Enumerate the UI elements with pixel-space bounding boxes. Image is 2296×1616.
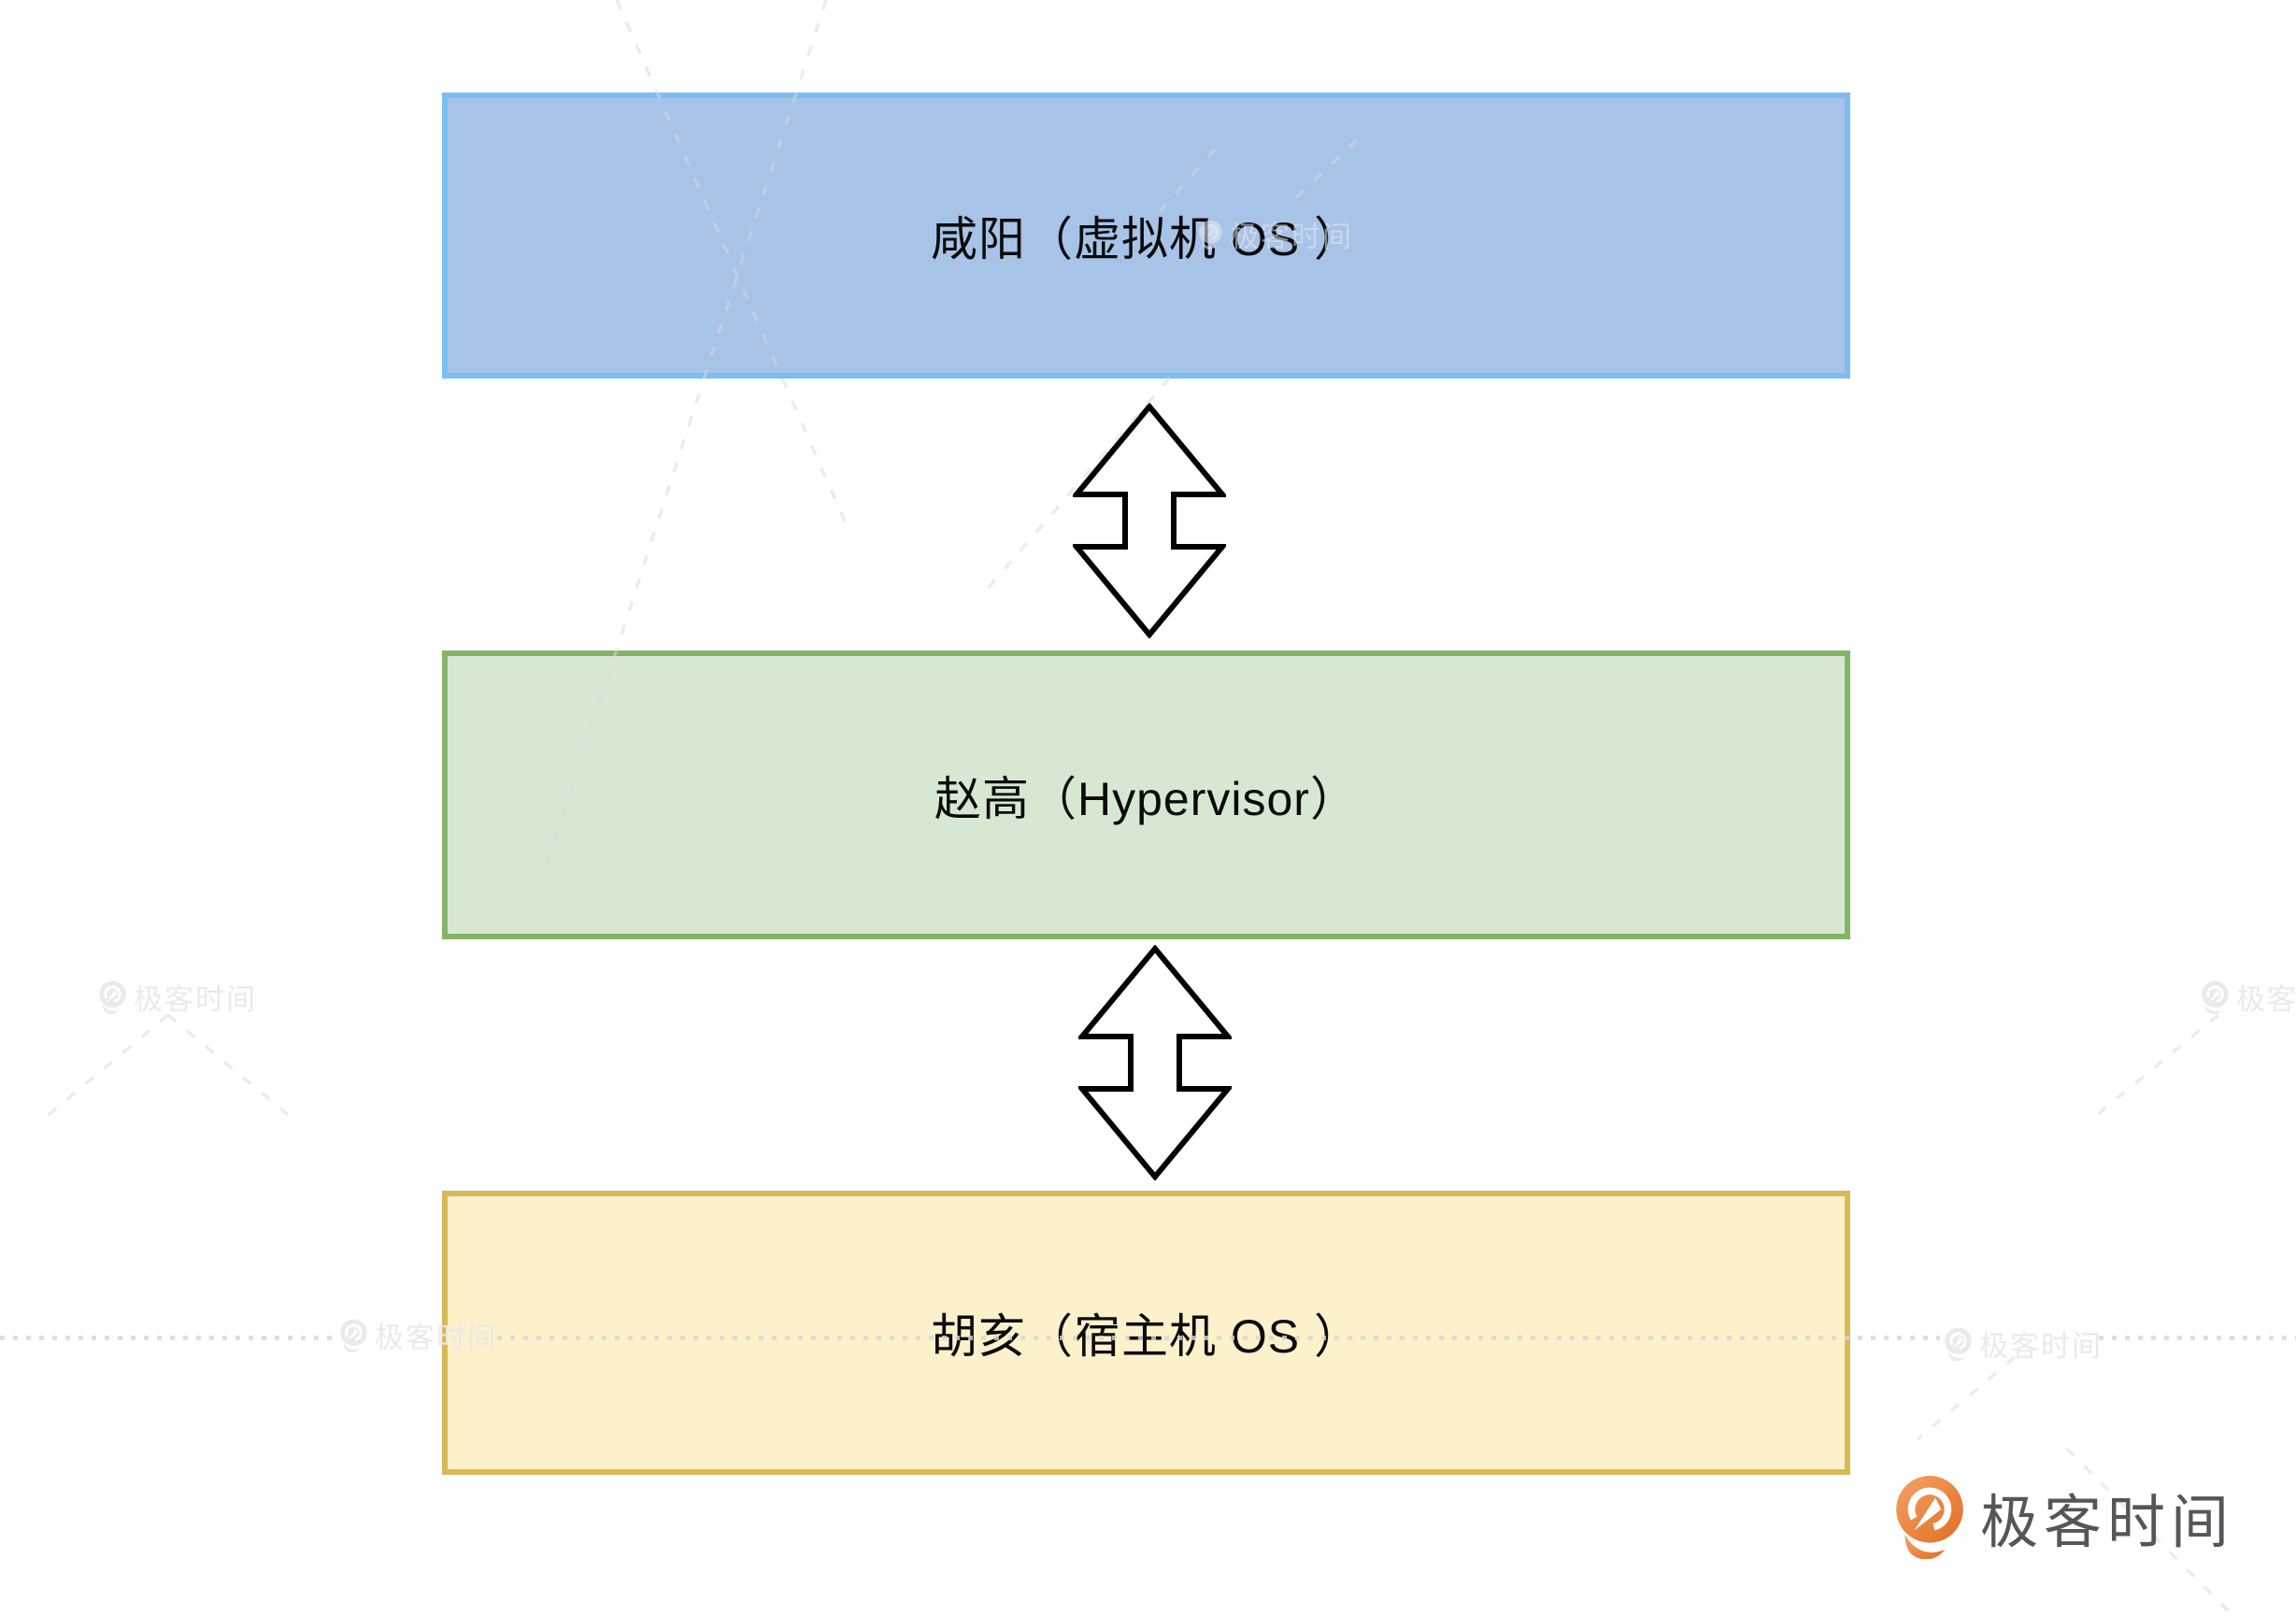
watermark-text: 极客时间 bbox=[2236, 983, 2296, 1016]
watermark-node: 极客时间 bbox=[2201, 976, 2296, 1018]
watermark-logo-icon bbox=[340, 1318, 367, 1352]
watermark-logo-icon bbox=[1945, 1326, 1972, 1361]
geektime-logo-icon bbox=[1896, 1476, 1963, 1559]
watermark-text: 极客时间 bbox=[134, 983, 257, 1016]
watermark-logo-icon bbox=[99, 980, 126, 1014]
layer-box-hypervisor: 赵高（Hypervisor） bbox=[442, 651, 1850, 939]
watermark-node: 极客时间 bbox=[1944, 1323, 2103, 1365]
geektime-logo: 极客时间 bbox=[1893, 1475, 2234, 1559]
layer-label-vm-os: 咸阳（虚拟机 OS ） bbox=[930, 213, 1362, 265]
watermark-node: 极客时间 bbox=[98, 976, 257, 1018]
layer-label-hypervisor: 赵高（Hypervisor） bbox=[934, 772, 1358, 825]
watermark-dotted-line bbox=[0, 1336, 335, 1340]
geektime-logo-text: 极客时间 bbox=[1980, 1491, 2235, 1555]
up-down-arrow-icon-top bbox=[1073, 403, 1226, 638]
layer-box-host-os: 胡亥（宿主机 OS ） bbox=[442, 1191, 1850, 1475]
watermark-logo-icon bbox=[2202, 980, 2229, 1014]
watermark-dotted-line bbox=[2099, 1336, 2296, 1340]
watermark-text: 极客时间 bbox=[1979, 1330, 2103, 1363]
layer-label-host-os: 胡亥（宿主机 OS ） bbox=[930, 1310, 1362, 1363]
up-down-arrow-icon-bottom bbox=[1078, 945, 1232, 1180]
layer-box-vm-os: 咸阳（虚拟机 OS ） bbox=[442, 93, 1850, 379]
